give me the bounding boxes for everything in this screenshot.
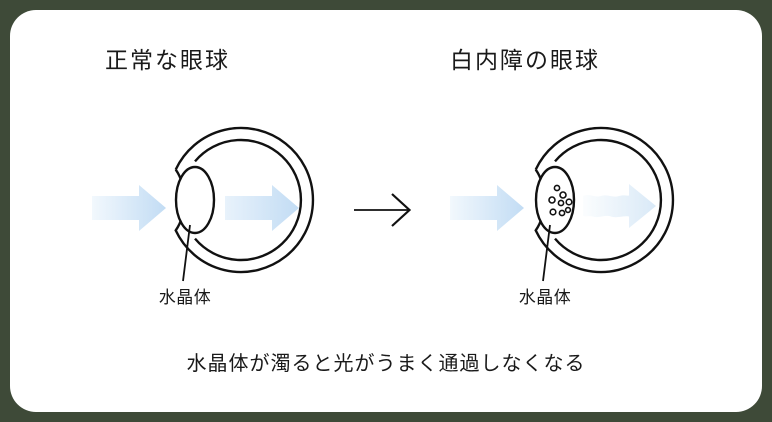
lens-pointer-line [542,224,551,282]
faint-light-arrow-out-cataract-icon [583,184,656,228]
lens-pointer-line [182,224,191,282]
cataract-eye-illustration [534,126,675,282]
cataract-lens-label: 水晶体 [518,288,572,308]
normal-eye-illustration [174,126,315,282]
light-arrow-out-normal-icon [225,185,299,231]
eyeball-outer-outline [534,126,675,274]
transition-arrow-icon [354,193,412,227]
light-arrow-in-normal-icon [92,185,166,231]
normal-eye-title: 正常な眼球 [105,48,230,74]
eyeball-inner-outline [194,138,303,262]
diagram-card: 正常な眼球 白内障の眼球 [10,10,762,412]
eyeball-outer-outline [174,126,315,274]
diagram-caption: 水晶体が濁ると光がうまく通過しなくなる [186,351,586,375]
light-arrow-in-cataract-icon [450,185,524,231]
normal-lens-label: 水晶体 [158,288,212,308]
lens-opacity-dots [548,184,573,217]
eyeball-inner-outline [554,138,663,262]
clear-lens-shape [174,165,216,235]
cataract-eye-title: 白内障の眼球 [450,48,600,74]
